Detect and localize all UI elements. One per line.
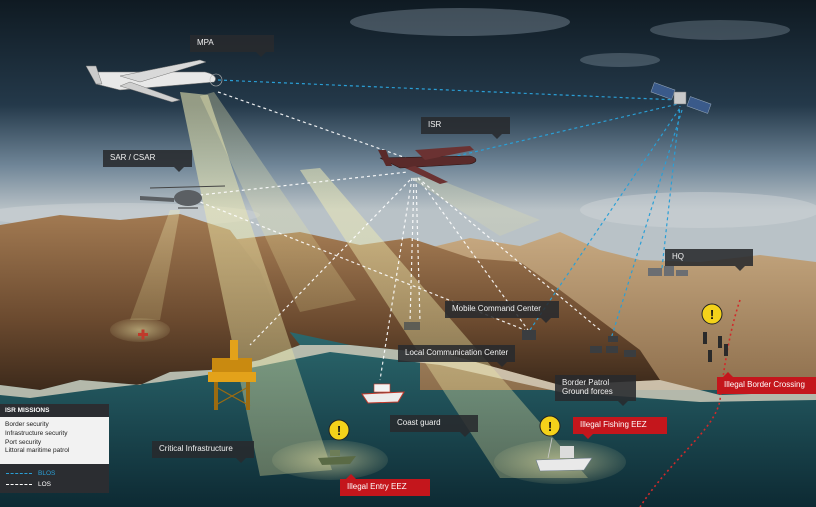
warning-icon-entry: ! bbox=[329, 420, 349, 440]
local-comm-station bbox=[404, 322, 420, 330]
label-hq: HQ bbox=[665, 249, 753, 266]
label-border-patrol: Border Patrol Ground forces bbox=[555, 375, 636, 401]
blos-line-swatch bbox=[6, 473, 32, 474]
mobile-command-vehicle bbox=[522, 330, 536, 340]
label-mobile-command: Mobile Command Center bbox=[445, 301, 559, 318]
legend-mission-item: Infrastructure security bbox=[5, 430, 104, 439]
warning-icon-border: ! bbox=[702, 304, 722, 324]
warning-icon-fishing: ! bbox=[540, 416, 560, 436]
cloud bbox=[580, 53, 660, 67]
legend-mission-item: Border security bbox=[5, 421, 104, 430]
label-critical-infra: Critical Infrastructure bbox=[152, 441, 254, 458]
legend-panel: ISR MISSIONS Border security Infrastruct… bbox=[0, 404, 109, 493]
los-line-swatch bbox=[6, 484, 32, 485]
legend-los-row: LOS bbox=[6, 481, 51, 488]
legend-blos-label: BLOS bbox=[38, 470, 55, 477]
legend-los-label: LOS bbox=[38, 481, 51, 488]
sensor-footprint bbox=[110, 318, 170, 342]
legend-missions: Border security Infrastructure security … bbox=[0, 417, 109, 460]
alert-illegal-entry: Illegal Entry EEZ bbox=[340, 479, 430, 496]
label-local-comm: Local Communication Center bbox=[398, 345, 515, 362]
cloud bbox=[350, 8, 570, 36]
label-isr: ISR bbox=[421, 117, 510, 134]
legend-mission-item: Port security bbox=[5, 439, 104, 448]
svg-text:!: ! bbox=[710, 307, 714, 322]
legend-blos-row: BLOS bbox=[6, 470, 55, 477]
label-mpa: MPA bbox=[190, 35, 274, 52]
alert-illegal-border: Illegal Border Crossing bbox=[717, 377, 816, 394]
label-coast-guard: Coast guard bbox=[390, 415, 478, 432]
svg-text:!: ! bbox=[337, 423, 341, 438]
label-sar: SAR / CSAR bbox=[103, 150, 192, 167]
cloud bbox=[650, 20, 790, 40]
svg-text:!: ! bbox=[548, 419, 552, 434]
legend-title: ISR MISSIONS bbox=[0, 404, 109, 417]
legend-mission-item: Littoral maritime patrol bbox=[5, 447, 104, 456]
cloud bbox=[580, 192, 816, 228]
alert-illegal-fishing: Illegal Fishing EEZ bbox=[573, 417, 667, 434]
legend-link-types: BLOS LOS bbox=[0, 464, 109, 493]
